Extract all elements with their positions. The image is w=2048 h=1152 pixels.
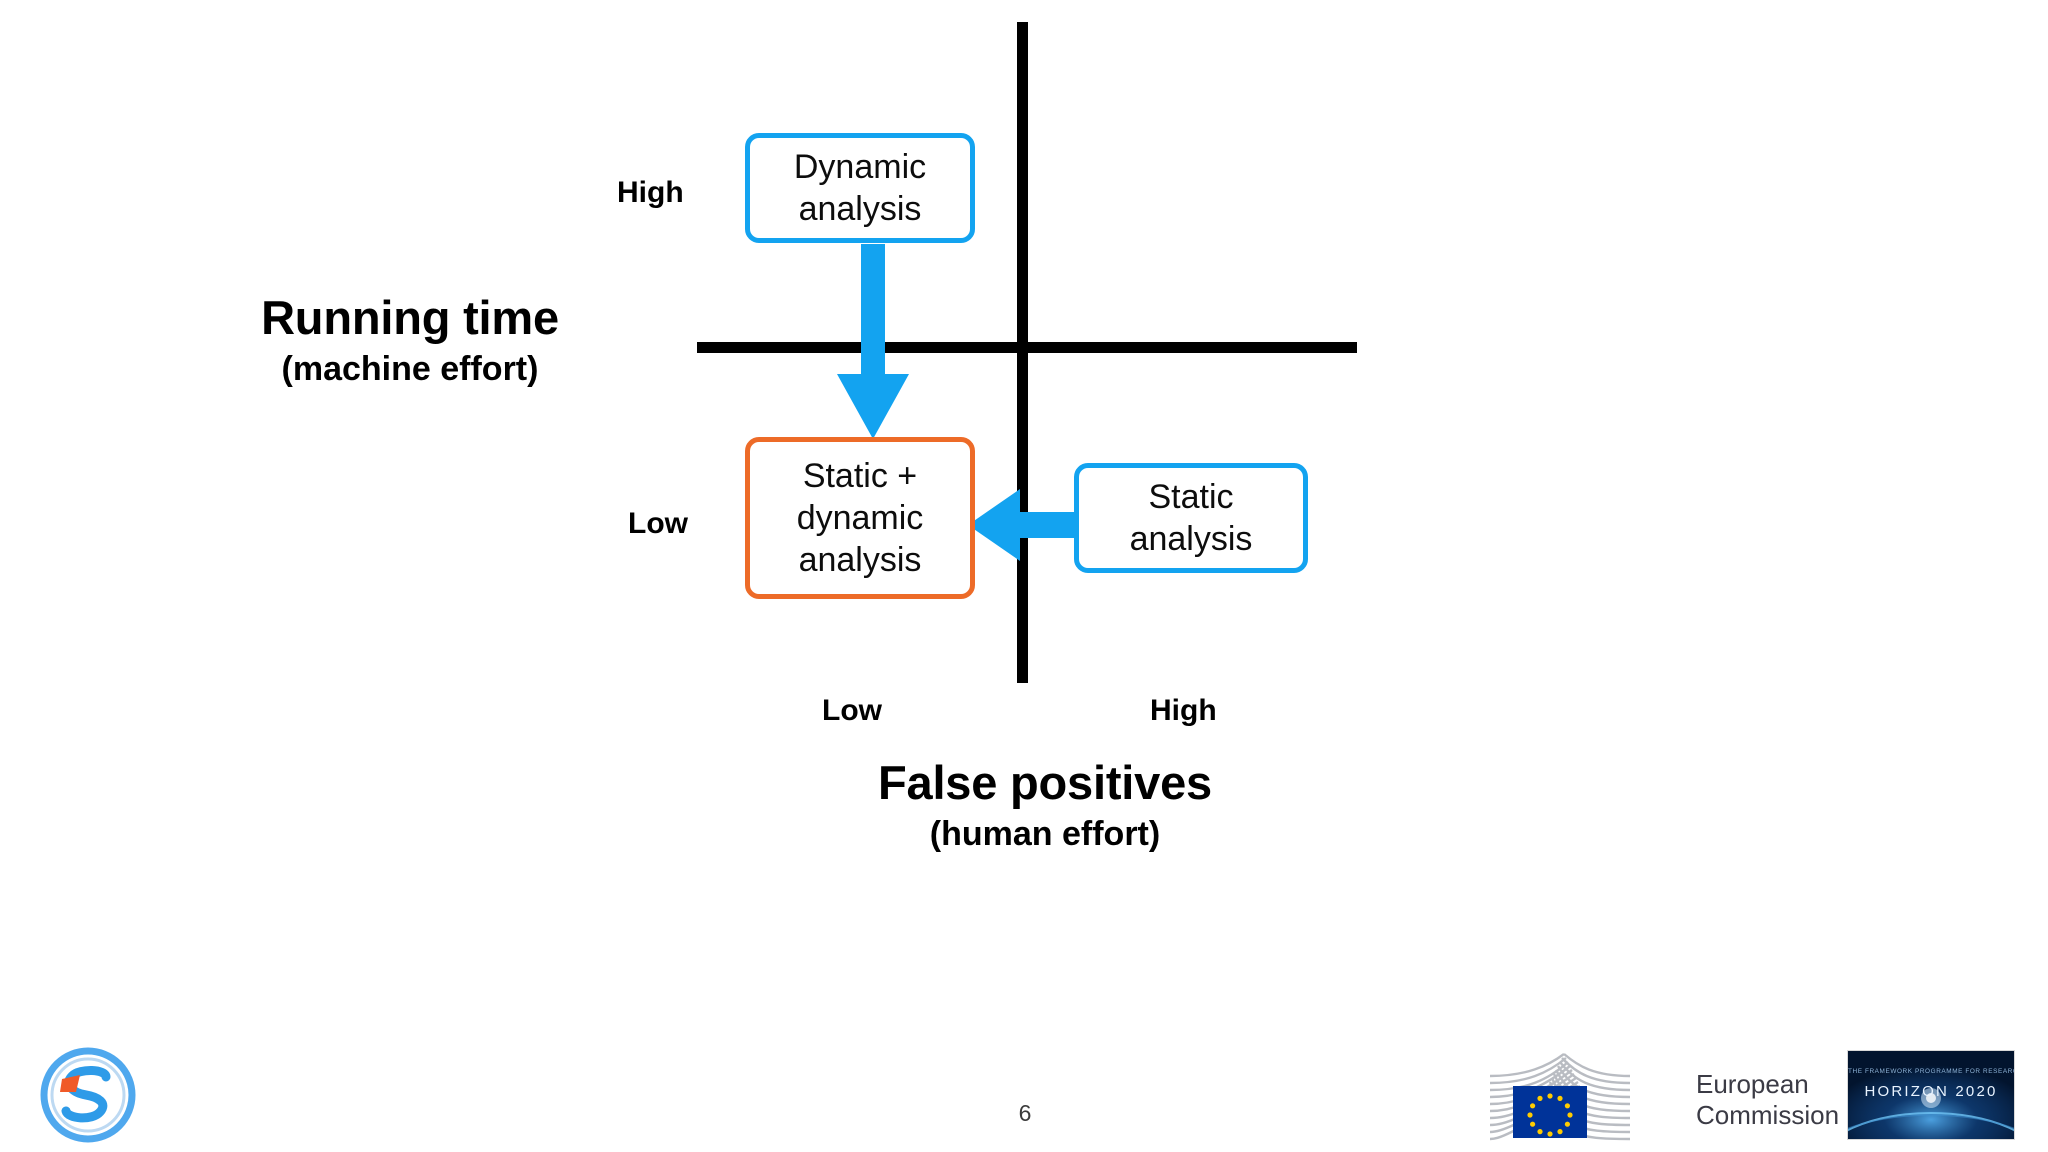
european-commission-logo: European Commission [1490, 1052, 1859, 1147]
ec-line-1: European [1696, 1068, 1809, 1099]
x-tick-label-high: High [1150, 694, 1217, 727]
x-axis-title: False positives (human effort) [740, 755, 1350, 855]
brand-logo-icon [40, 1047, 136, 1143]
horizon-2020-logo: THE FRAMEWORK PROGRAMME FOR RESEARCH AND… [1847, 1050, 2015, 1140]
y-axis-title: Running time (machine effort) [130, 290, 690, 390]
node-dynamic-analysis[interactable]: Dynamic analysis [745, 133, 975, 243]
horizon-2020-artwork [1848, 1051, 2014, 1139]
node-dynamic-line1: Dynamic [793, 147, 927, 186]
x-axis-title-sub: (human effort) [929, 815, 1161, 854]
node-static-analysis[interactable]: Static analysis [1074, 463, 1308, 573]
node-static-plus-dynamic-analysis[interactable]: Static + dynamic analysis [745, 437, 975, 599]
x-axis-title-main: False positives [878, 756, 1212, 809]
node-static-line2: analysis [1129, 520, 1253, 558]
horizontal-axis-line [697, 342, 1357, 353]
node-static-dynamic-line1: Static + [802, 456, 918, 495]
ec-line-2: Commission [1696, 1099, 1840, 1130]
arrow-left-icon [968, 489, 1089, 561]
node-static-dynamic-line2: dynamic [796, 498, 924, 537]
horizon-tagline: THE FRAMEWORK PROGRAMME FOR RESEARCH AND… [1848, 1068, 2014, 1075]
node-static-line1: Static [1148, 477, 1234, 516]
y-axis-title-sub: (machine effort) [281, 350, 539, 389]
y-axis-title-main: Running time [261, 291, 559, 344]
node-dynamic-line2: analysis [798, 190, 922, 228]
y-tick-label-high: High [617, 176, 684, 209]
european-commission-wordmark: European Commission [1696, 1069, 1839, 1130]
y-tick-label-low: Low [628, 507, 688, 540]
arrow-down-icon [837, 244, 909, 439]
page-number: 6 [1018, 1100, 1032, 1126]
eu-flag-icon [1490, 1053, 1631, 1141]
horizon-title: HORIZON 2020 [1864, 1083, 1998, 1100]
x-tick-label-low: Low [822, 694, 882, 727]
node-static-dynamic-line3: analysis [798, 541, 922, 580]
